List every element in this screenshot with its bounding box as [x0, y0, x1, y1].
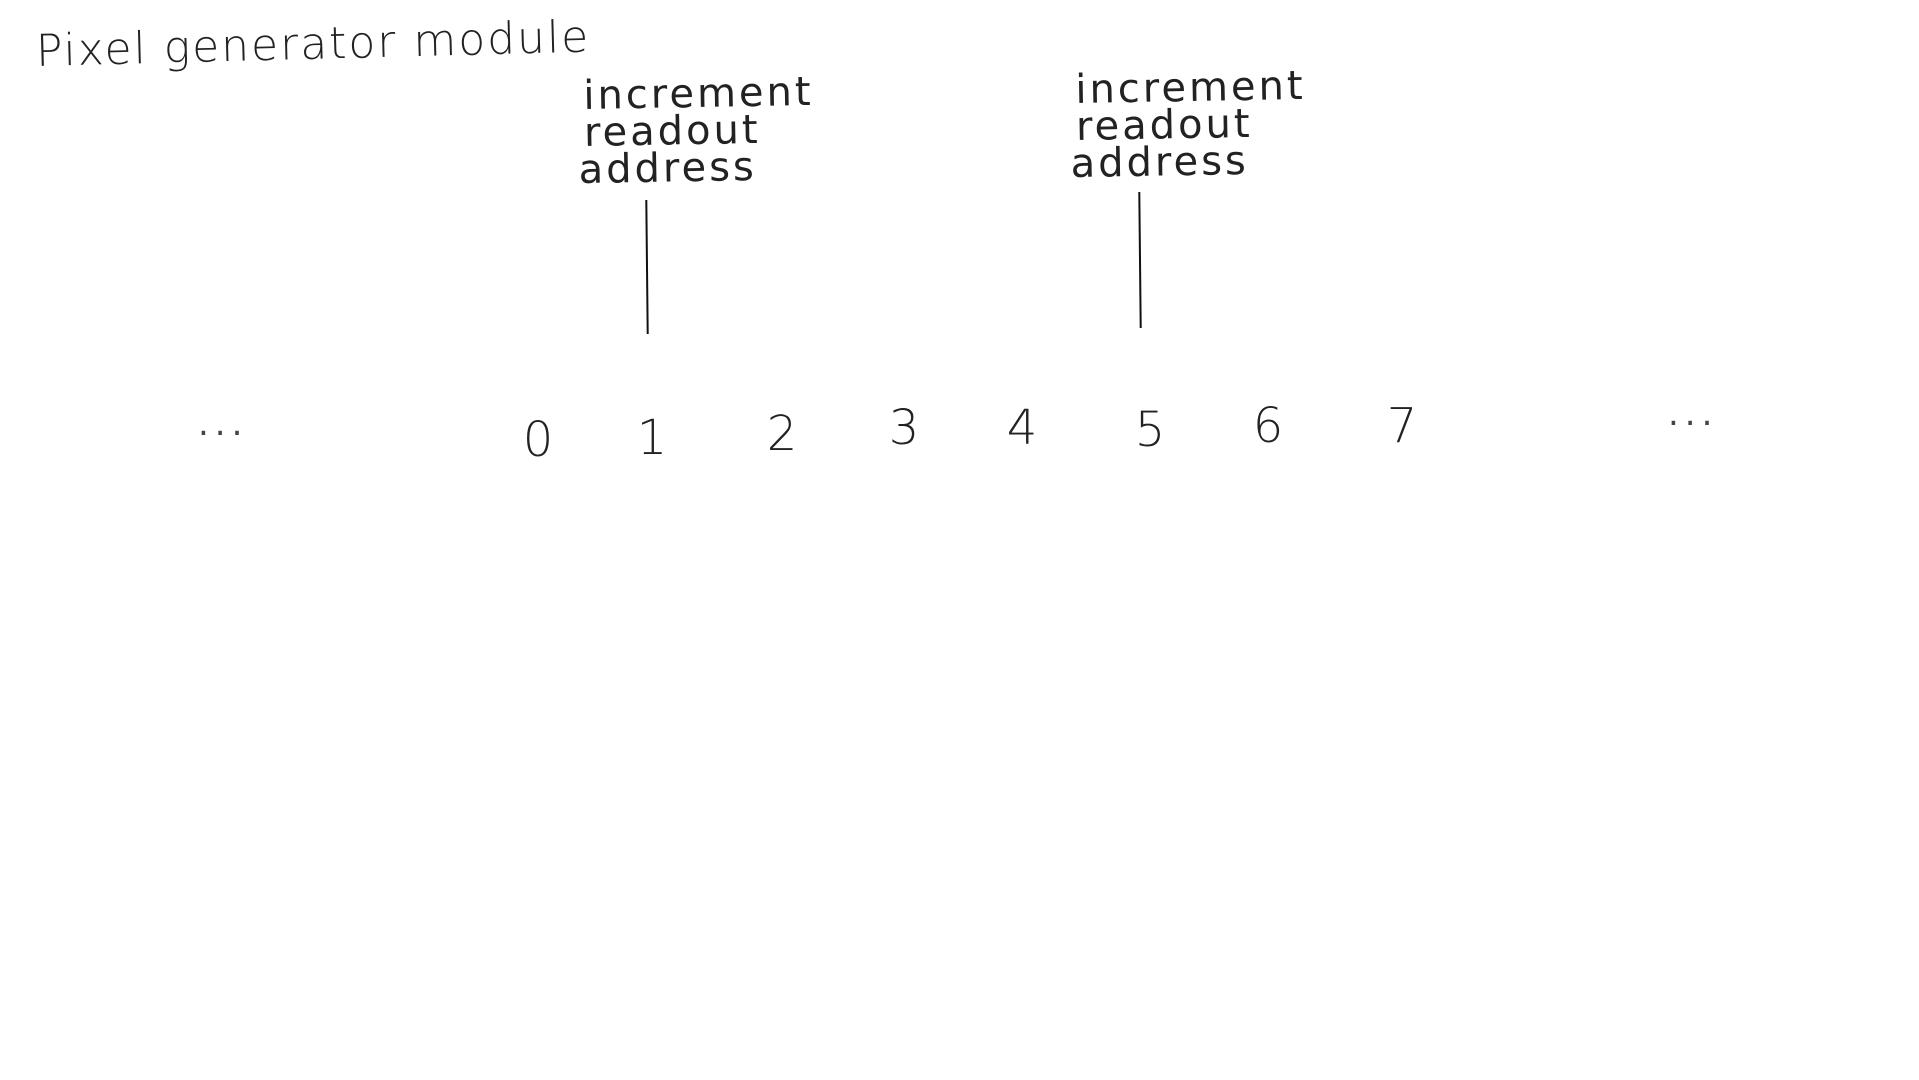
address-5: 5 — [1134, 402, 1166, 458]
address-6: 6 — [1252, 398, 1284, 454]
address-1: 1 — [636, 410, 668, 466]
marker-line-address-1 — [645, 199, 649, 335]
diagram-title: Pixel generator module — [35, 11, 591, 77]
address-4: 4 — [1006, 400, 1038, 456]
address-7: 7 — [1386, 398, 1418, 454]
annotation-line: address — [1070, 137, 1250, 188]
annotation-increment-readout-address-2: increment readout address — [1069, 63, 1307, 188]
ellipsis-left: ... — [198, 404, 249, 444]
annotation-line: address — [578, 143, 758, 194]
marker-line-address-5 — [1138, 191, 1142, 329]
address-0: 0 — [522, 412, 554, 468]
annotation-increment-readout-address-1: increment readout address — [577, 69, 815, 194]
ellipsis-right: ... — [1668, 394, 1719, 434]
address-2: 2 — [766, 406, 798, 462]
address-3: 3 — [888, 400, 920, 456]
